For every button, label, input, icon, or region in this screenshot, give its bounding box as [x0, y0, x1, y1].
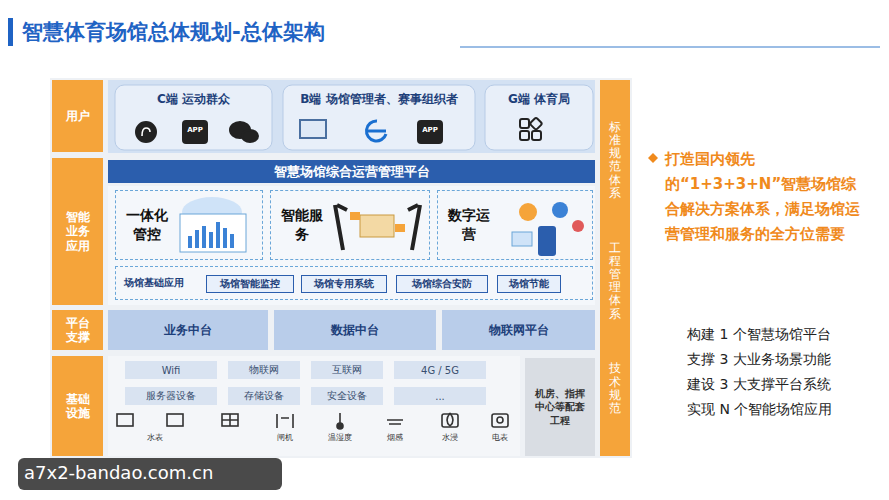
node-text: 智慧场馆综合运营管理平台 — [274, 163, 430, 181]
infra-box: 安全设备 — [311, 387, 383, 405]
app-box: 一体化管控 — [115, 190, 263, 260]
box-fill — [485, 85, 593, 150]
app-box: 智能服务 — [270, 190, 430, 260]
node-text: 安全设备 — [327, 389, 367, 403]
side-label: 平台支撑 — [52, 310, 103, 350]
watermark-bg — [18, 458, 282, 490]
node-text: Wifi — [162, 365, 181, 376]
node-text: 数字运营 — [448, 206, 490, 244]
node-text: 一体化管控 — [126, 206, 168, 244]
node-text: 工程管理体系 — [609, 242, 621, 321]
node-text: 服务器设备 — [146, 389, 196, 403]
node-text: C端 运动群众 — [157, 91, 230, 108]
app-chip: 场馆专用系统 — [301, 275, 387, 293]
side-label: 基础设施 — [52, 356, 103, 456]
platform-box: 数据中台 — [274, 310, 436, 350]
device-label: 水表 — [140, 432, 170, 443]
node-text: 智能业务应用 — [66, 210, 90, 253]
device-label: 水浸 — [435, 432, 465, 443]
node-text: 4G / 5G — [421, 365, 459, 376]
node-text: 用户 — [66, 109, 90, 123]
title-bar — [8, 18, 13, 46]
node-text: 机房、指挥中心等配套工程 — [531, 387, 589, 428]
platform-box: 业务中台 — [108, 310, 268, 350]
infra-box: 物联网 — [228, 361, 300, 379]
node-text: 场馆节能 — [509, 277, 549, 291]
node-text: 数据中台 — [331, 322, 379, 339]
platform-bar: 智慧场馆综合运营管理平台 — [108, 160, 595, 183]
node-text: 互联网 — [332, 363, 362, 377]
app-chip: 场馆智能监控 — [206, 275, 294, 293]
base-app-box: 场馆基础应用 场馆智能监控 场馆专用系统 场馆综合安防 场馆节能 — [115, 266, 593, 300]
user-icons — [136, 117, 542, 143]
summary-line: 支撑 3 大业务场景功能 — [687, 351, 887, 369]
node-text: 智能服务 — [281, 206, 323, 244]
system-column: 标准规范体系工程管理体系技术规范 — [600, 80, 630, 456]
frame — [50, 78, 632, 458]
callout-text: 打造国内领先的“1+3+3+N”智慧场馆综合解决方案体系，满足场馆运营管理和服务… — [665, 147, 860, 247]
node-text: 业务中台 — [164, 322, 212, 339]
app-box: 数字运营 — [437, 190, 593, 260]
node-text: 场馆综合安防 — [412, 277, 472, 291]
infra-box: 服务器设备 — [125, 387, 217, 405]
user-box: B端 场馆管理者、赛事组织者 — [283, 85, 475, 150]
node-text: 基础设施 — [66, 392, 90, 421]
device-label: 温湿度 — [325, 432, 355, 443]
watermark: a7x2-bandao.com.cn — [24, 462, 278, 483]
summary-line: 建设 3 大支撑平台系统 — [687, 376, 887, 394]
platform-box: 物联网平台 — [442, 310, 595, 350]
infra-box: ... — [394, 387, 486, 405]
box-fill — [115, 85, 272, 150]
infra-box: 互联网 — [311, 361, 383, 379]
infra-panel — [108, 356, 520, 456]
node-text: 场馆基础应用 — [124, 276, 184, 290]
icon-text: APP — [183, 126, 207, 134]
node-text: 物联网平台 — [489, 322, 549, 339]
node-text: 存储设备 — [244, 389, 284, 403]
node-text: G端 体育局 — [508, 91, 570, 108]
node-text: 物联网 — [249, 363, 279, 377]
infra-box: Wifi — [125, 361, 217, 379]
box-fill — [283, 85, 475, 150]
biz-illustrations — [180, 197, 584, 256]
room-box: 机房、指挥中心等配套工程 — [525, 358, 595, 456]
infra-box: 存储设备 — [228, 387, 300, 405]
biz-panel — [108, 186, 595, 305]
node-text: 场馆智能监控 — [220, 277, 280, 291]
device-label: 电表 — [485, 432, 515, 443]
user-panel — [108, 80, 595, 153]
device-label: 闸机 — [270, 432, 300, 443]
summary-line: 构建 1 个智慧场馆平台 — [687, 326, 887, 344]
summary-line: 实现 N 个智能场馆应用 — [687, 401, 887, 419]
device-label: 烟感 — [380, 432, 410, 443]
app-chip: 场馆节能 — [497, 275, 561, 293]
icon-text: APP — [418, 126, 442, 134]
node-text: 平台支撑 — [66, 316, 90, 345]
device-icons — [117, 413, 508, 429]
node-text: B端 场馆管理者、赛事组织者 — [300, 91, 457, 108]
bullet-diamond — [648, 153, 658, 163]
infra-box: 4G / 5G — [394, 361, 486, 379]
node-text: ... — [435, 391, 445, 402]
node-text: 技术规范 — [609, 362, 621, 415]
page-title: 智慧体育场馆总体规划-总体架构 — [22, 18, 325, 46]
node-text: 标准规范体系 — [609, 121, 621, 200]
app-chip: 场馆综合安防 — [396, 275, 488, 293]
side-label: 用户 — [52, 80, 103, 152]
user-box: C端 运动群众 — [115, 85, 272, 150]
node-text: 场馆专用系统 — [314, 277, 374, 291]
title-rule — [460, 46, 880, 48]
user-box: G端 体育局 — [485, 85, 593, 150]
side-label: 智能业务应用 — [52, 158, 103, 305]
